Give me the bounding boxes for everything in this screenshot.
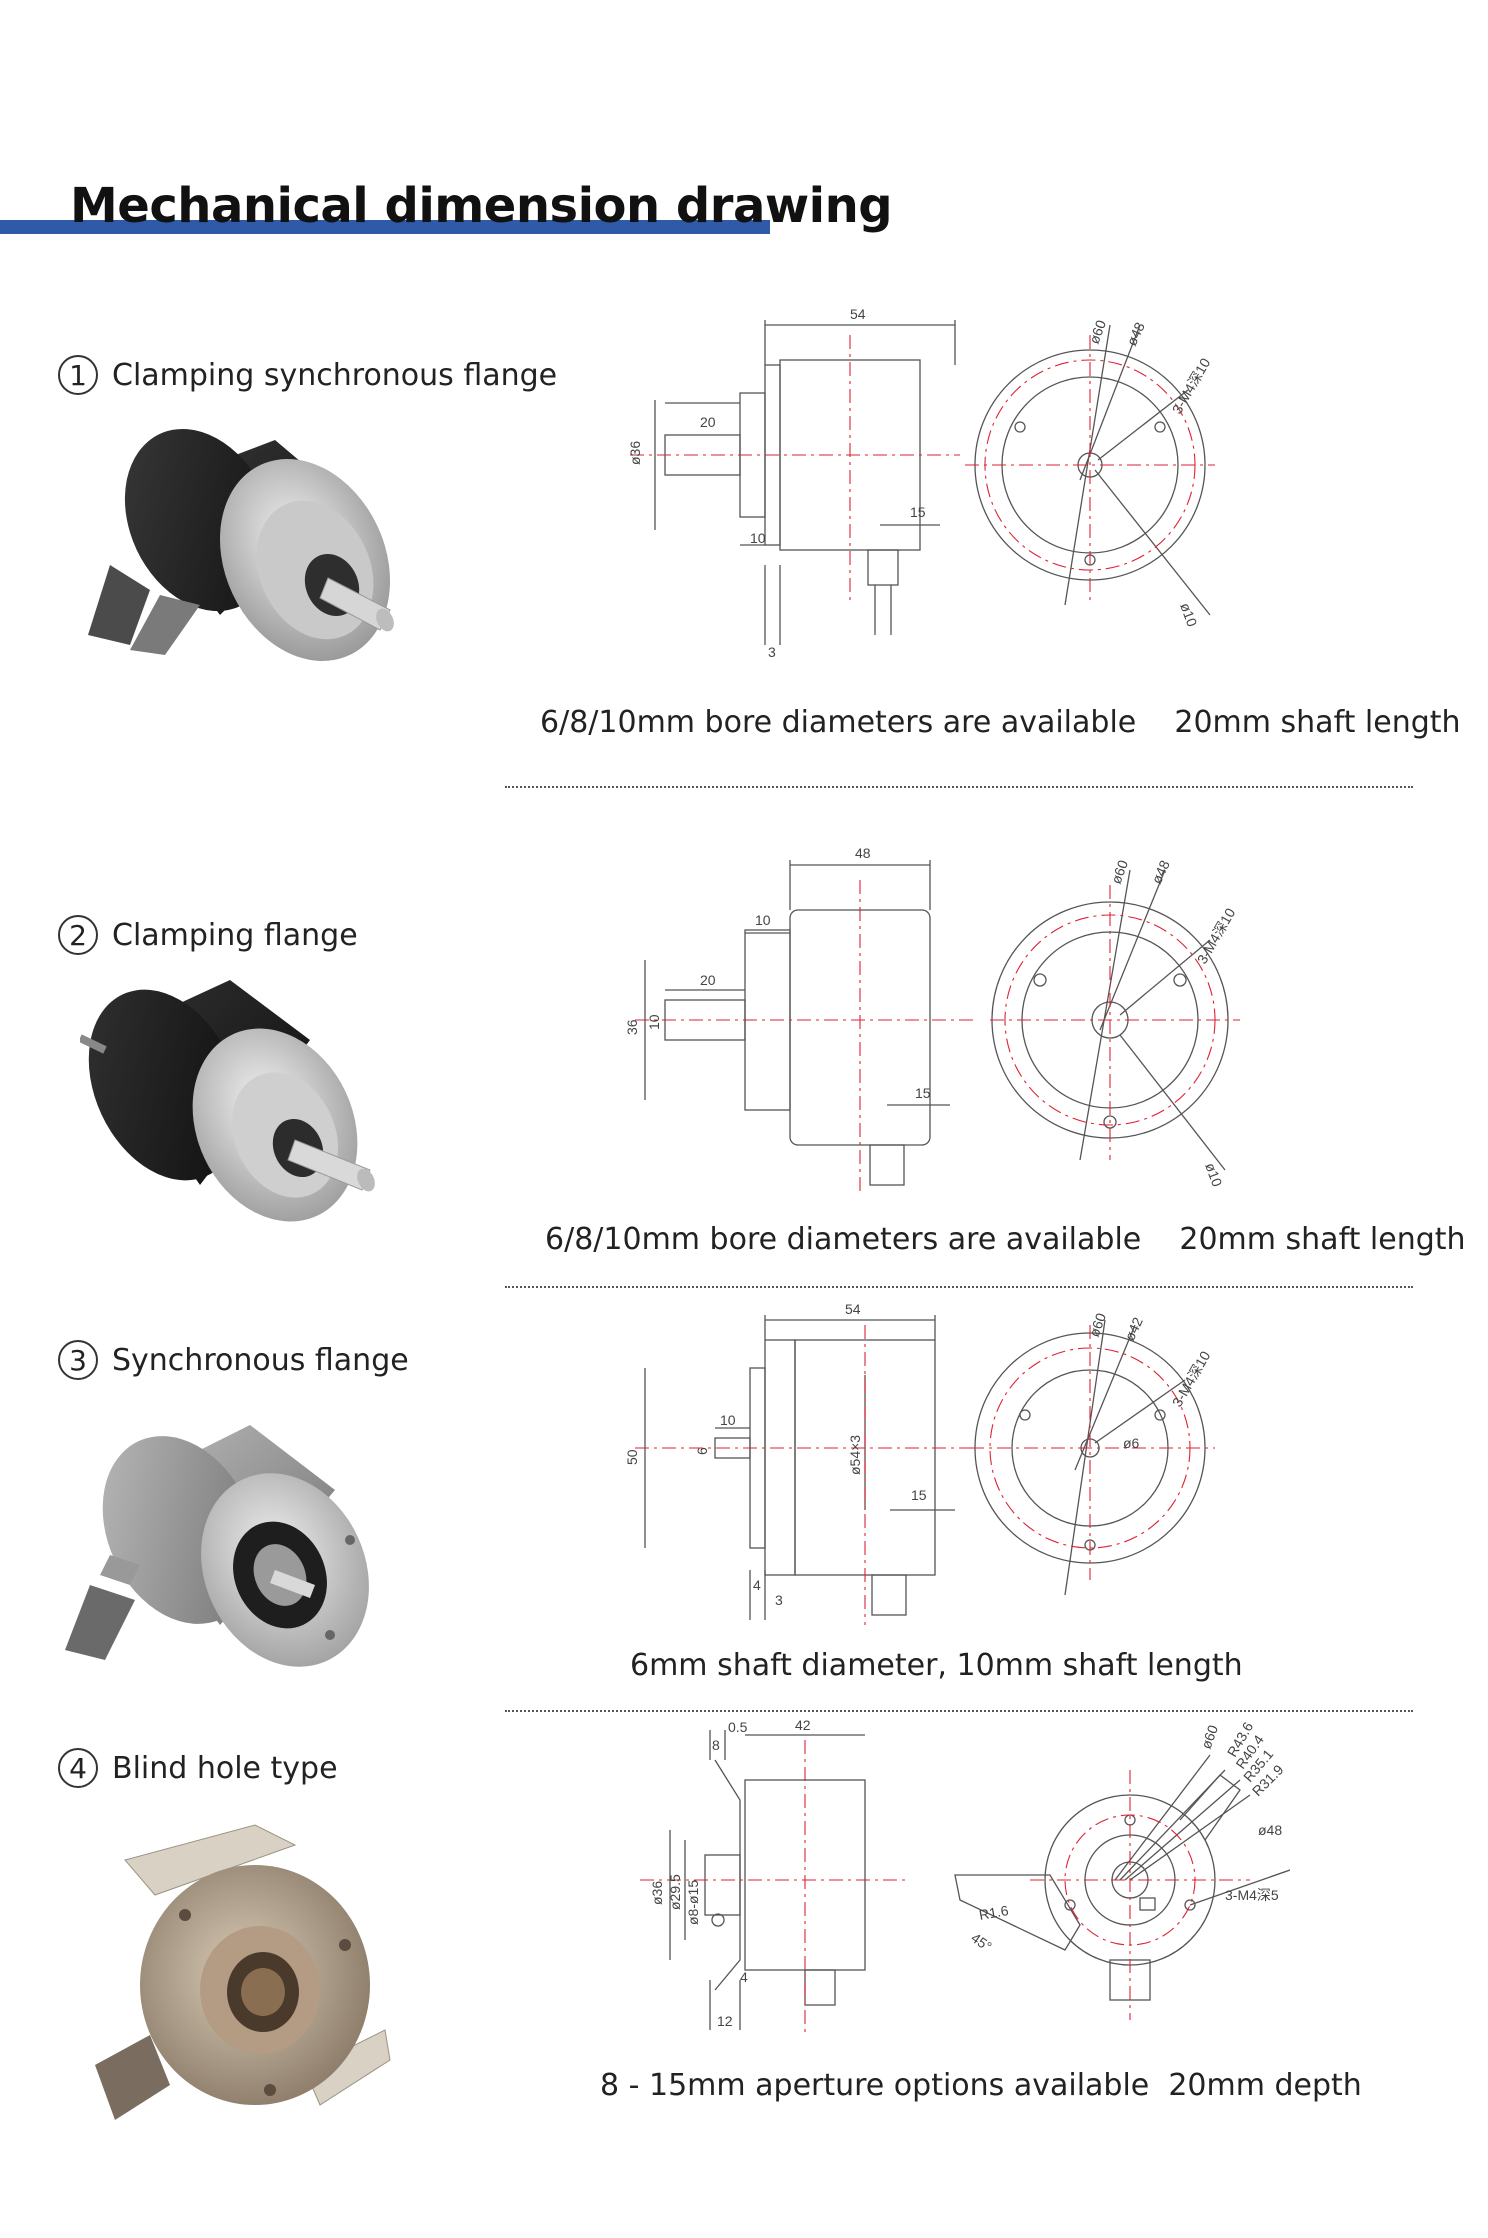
dim-depth: 12 [717,2013,733,2029]
section-title: Clamping synchronous flange [112,357,558,393]
dim-bore: ø10 [1202,1161,1225,1189]
dim-length: 54 [845,1301,861,1317]
dim-cable: 15 [915,1085,931,1101]
dim-pcd: ø48 [1148,857,1173,886]
divider [505,786,1413,788]
dim-slot-radius: R1.6 [978,1902,1010,1923]
dim-thickness: 3 [775,1592,783,1608]
dim-holes: 3-M4深10 [1169,355,1214,416]
page-title: Mechanical dimension drawing [70,178,893,234]
dim-flange: 10 [750,530,766,546]
dim-cable: 15 [911,1487,927,1503]
dim-bore-range: ø8-ø15 [685,1880,701,1925]
caption-2: 6/8/10mm bore diameters are available 20… [545,1222,1466,1257]
section-title: Clamping flange [112,917,358,953]
encoder-photo-1 [88,428,394,661]
encoder-photo-4 [95,1824,391,2120]
section-1-label: 1 Clamping synchronous flange [58,355,557,395]
dim-bore: ø6 [1123,1435,1140,1451]
dimension-drawing-2: 48 10 20 36 10 15 ø60 ø48 3-M4深10 ø10 [624,845,1240,1195]
section-4-label: 4 Blind hole type [58,1748,338,1788]
dim-height: 50 [624,1449,640,1465]
dim-length: 54 [850,306,866,322]
dim-gap: 0.5 [728,1720,748,1735]
dimension-drawing-4: 42 0.5 8 ø36 ø29.5 ø8-ø15 4 12 ø60 R43.6… [640,1720,1290,2035]
dim-pcd: ø48 [1258,1822,1282,1838]
dim-flange-diameter: ø54×3 [847,1435,863,1475]
dim-bore: ø10 [1177,601,1200,629]
number-badge: 1 [58,355,98,395]
dim-outer-diameter: ø60 [1086,318,1109,346]
caption-4: 8 - 15mm aperture options available 20mm… [600,2068,1362,2103]
dim-outer-diameter: ø60 [1086,1311,1109,1339]
encoder-photo-3 [65,1425,369,1667]
dim-shaft-diameter: 6 [694,1447,710,1455]
dim-shaft: 20 [700,972,716,988]
dim-outer-diameter: ø60 [1108,858,1131,886]
dim-shaft-diameter: 36 [624,1019,640,1035]
section-2-label: 2 Clamping flange [58,915,358,955]
dim-pcd: ø42 [1121,1314,1146,1343]
heading-accent-bar [0,220,770,234]
number-badge: 3 [58,1340,98,1380]
dim-holes: 3-M4深10 [1169,1348,1214,1409]
dim-spigot-diameter: ø29.5 [667,1874,683,1910]
dim-shaft: 10 [720,1412,736,1428]
dim-shaft-diameter: ø36 [627,441,643,465]
dim-flange: 10 [755,912,771,928]
dim-shaft: 20 [700,414,716,430]
caption-1: 6/8/10mm bore diameters are available 20… [540,705,1461,740]
section-title: Synchronous flange [112,1342,409,1378]
dim-cable: 15 [910,504,926,520]
dim-step: 4 [753,1577,761,1593]
divider [505,1710,1413,1712]
dim-pcd: ø48 [1123,319,1148,348]
section-3-label: 3 Synchronous flange [58,1340,409,1380]
dim-length: 42 [795,1720,811,1733]
dimension-drawing-3: 54 10 50 6 ø54×3 15 4 3 ø60 ø42 3-M4深10 … [624,1301,1215,1625]
dim-outer-diameter: ø60 [1198,1723,1221,1751]
dim-flange: 8 [712,1737,720,1753]
encoder-photo-2 [80,980,375,1222]
dim-angle: 45° [968,1929,995,1954]
dim-holes: 3-M4深5 [1225,1887,1279,1903]
divider [505,1286,1413,1288]
dim-shaft-small: 10 [646,1014,662,1030]
dimension-drawing-1: 54 20 10 3 15 ø36 ø60 ø48 3-M4深10 ø10 [627,306,1215,660]
caption-3: 6mm shaft diameter, 10mm shaft length [630,1648,1243,1683]
dim-length: 48 [855,845,871,861]
dim-step: 4 [740,1969,748,1985]
number-badge: 4 [58,1748,98,1788]
dim-thickness: 3 [768,644,776,660]
number-badge: 2 [58,915,98,955]
dim-holes: 3-M4深10 [1194,905,1239,966]
dim-body-diameter: ø36 [649,1881,665,1905]
section-title: Blind hole type [112,1750,338,1786]
